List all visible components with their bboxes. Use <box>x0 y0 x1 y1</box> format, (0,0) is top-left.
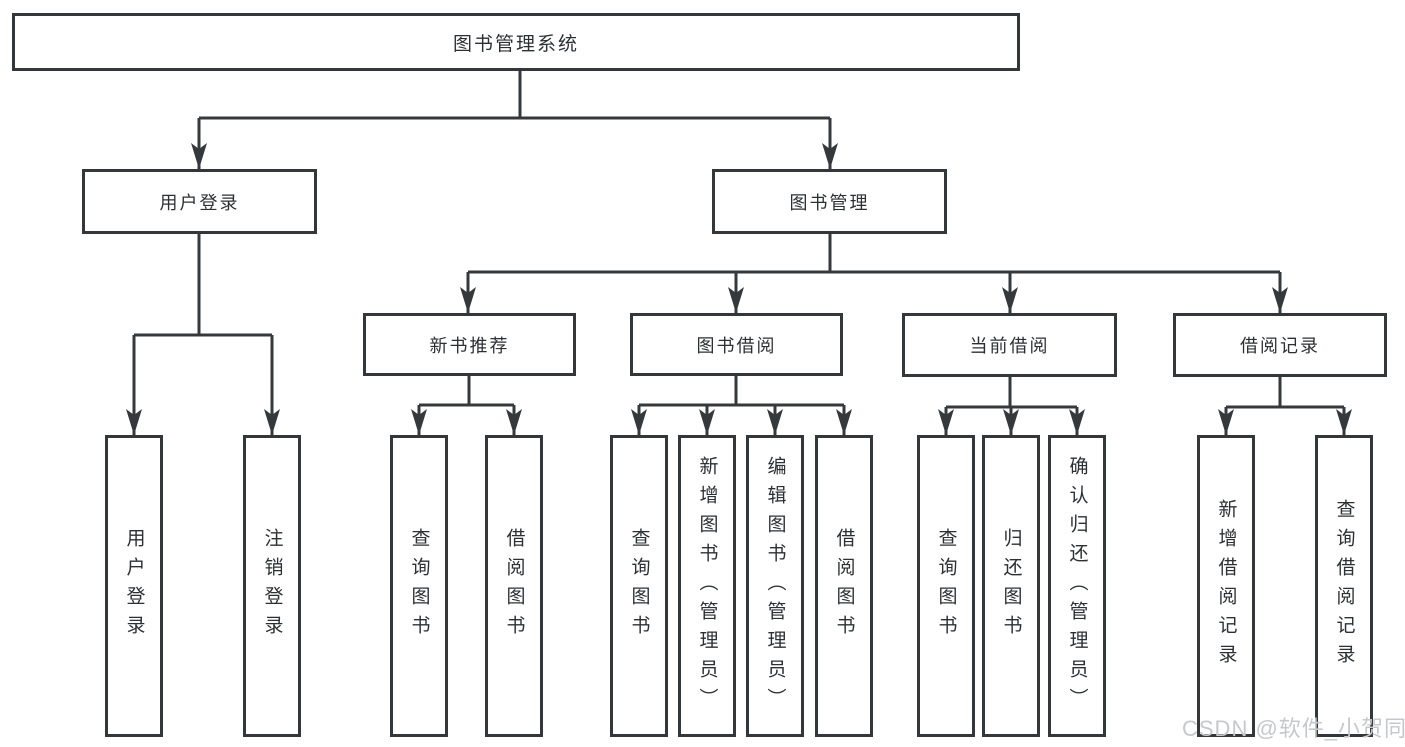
connector-line <box>946 377 1077 409</box>
leaf-query-books-borrowing: 查询图书 <box>610 435 668 737</box>
leaf-return-books: 归还图书 <box>982 435 1040 737</box>
edges-current-borrow-children <box>938 377 1085 435</box>
leaf-borrow-books-borrowing: 借阅图书 <box>815 435 873 737</box>
node-user-login: 用户登录 <box>82 169 317 234</box>
leaf-query-books-recommend: 查询图书 <box>390 435 448 737</box>
connector-line <box>468 233 1280 274</box>
csdn-watermark: CSDN @软件_小贺同学 <box>1182 716 1405 741</box>
leaf-logout: 注销登录 <box>243 435 301 737</box>
leaf-query-borrow-record: 查询借阅记录 <box>1315 435 1373 737</box>
edges-borrow-records-children <box>1218 377 1352 435</box>
leaf-edit-books-admin: 编辑图书（管理员） <box>746 435 804 737</box>
edges-book-mgmt-children <box>460 233 1288 313</box>
node-borrowing-records: 借阅记录 <box>1173 313 1387 377</box>
node-book-management: 图书管理 <box>712 169 947 234</box>
leaf-add-borrow-record: 新增借阅记录 <box>1197 435 1255 737</box>
node-book-borrowing: 图书借阅 <box>630 313 843 376</box>
connector-line <box>419 376 514 407</box>
connector-line <box>134 233 272 337</box>
edges-book-borrow-children <box>631 376 852 435</box>
connector-line <box>639 376 844 407</box>
edges-new-book-rec-children <box>411 376 522 435</box>
connector-line <box>199 68 830 120</box>
edges-user-login-children <box>126 233 280 435</box>
leaf-add-books-admin: 新增图书（管理员） <box>678 435 736 737</box>
leaf-borrow-books-recommend: 借阅图书 <box>485 435 543 737</box>
connector-line <box>1226 377 1344 409</box>
node-new-book-recommendation: 新书推荐 <box>363 313 576 376</box>
leaf-user-login: 用户登录 <box>105 435 163 737</box>
leaf-confirm-return-admin: 确认归还（管理员） <box>1048 435 1106 737</box>
node-library-management-system: 图书管理系统 <box>12 13 1020 71</box>
leaf-query-books-current: 查询图书 <box>917 435 975 737</box>
node-current-borrowing: 当前借阅 <box>902 313 1117 377</box>
edges-root-to-level2 <box>191 68 838 169</box>
